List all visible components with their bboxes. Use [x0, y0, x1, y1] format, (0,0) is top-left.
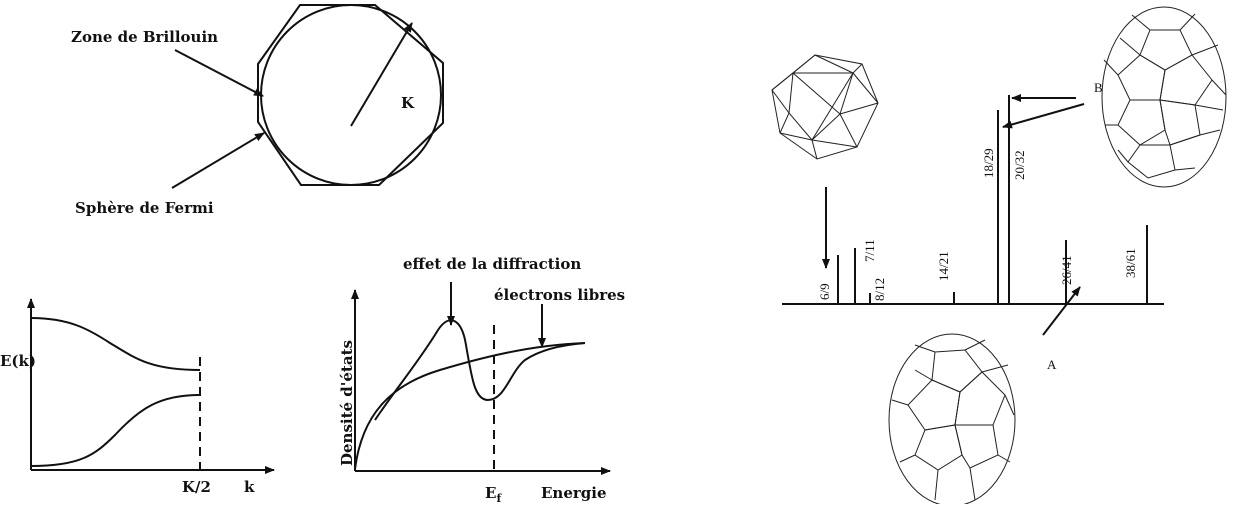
b-arrow-lower [1002, 103, 1085, 129]
fermi-label: Ef [485, 484, 502, 504]
peak-label-0: 6/9 [817, 283, 832, 300]
peak-label-6: 26/41 [1059, 255, 1074, 285]
label-a: A [1047, 357, 1057, 372]
diffraction-curve [374, 319, 586, 421]
upper-band-curve [30, 317, 201, 371]
peak-label-5: 20/32 [1012, 150, 1027, 180]
free-electron-label: électrons libres [494, 286, 625, 304]
dos-x-label: Energie [541, 484, 607, 502]
lower-band-curve [30, 394, 201, 467]
cluster-b-drawing [1101, 6, 1227, 188]
peak-label-3: 14/21 [936, 251, 951, 281]
a-arrow [1042, 286, 1081, 336]
brillouin-diagram: K Zone de Brillouin Sphère de Fermi [71, 4, 444, 217]
zone-arrow [174, 49, 264, 97]
icosahedron-drawing [771, 54, 879, 160]
peak-label-4: 18/29 [981, 148, 996, 178]
sphere-label: Sphère de Fermi [75, 199, 214, 217]
dos-y-label: Densité d'états [338, 340, 356, 466]
band-y-label: E(k) [0, 352, 36, 370]
free-electron-curve [354, 342, 586, 470]
band-diagram: E(k) K/2 k [0, 298, 275, 496]
zone-label: Zone de Brillouin [71, 28, 218, 46]
peak-label-1: 7/11 [862, 239, 877, 262]
brillouin-zone-polygon [257, 4, 444, 186]
peak-label-2: 8/12 [872, 278, 887, 301]
radius-arrow [350, 22, 413, 127]
peak-label-7: 38/61 [1123, 248, 1138, 278]
band-x-label: k [244, 478, 255, 496]
spectrum-diagram: 6/9 7/11 8/12 14/21 18/29 20/32 26/41 38/61 B A [771, 6, 1227, 507]
label-b: B [1094, 80, 1103, 95]
dos-diagram: effet de la diffraction électrons libres… [338, 255, 625, 505]
sphere-arrow [171, 132, 265, 189]
cluster-a-drawing [888, 333, 1016, 507]
band-tick-label: K/2 [182, 478, 211, 496]
radius-label: K [401, 94, 415, 112]
diffraction-label: effet de la diffraction [403, 255, 581, 273]
peak-lines: 6/9 7/11 8/12 14/21 18/29 20/32 26/41 38/61 [817, 95, 1148, 304]
